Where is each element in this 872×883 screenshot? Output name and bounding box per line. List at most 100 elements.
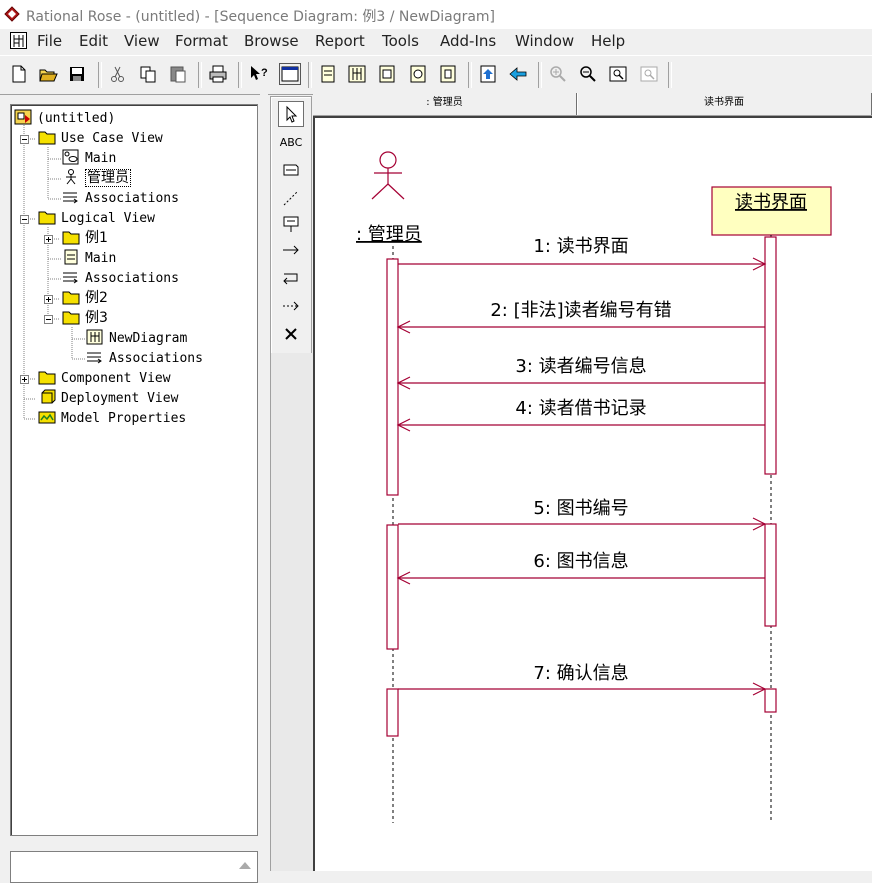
object-activation-2[interactable] (764, 523, 777, 627)
save-icon[interactable] (67, 64, 87, 84)
message-label-6[interactable]: 6: 图书信息 (533, 551, 628, 572)
tree-item-component-view[interactable]: Component View (38, 369, 171, 387)
sequence-diagram-window-icon[interactable] (10, 32, 27, 49)
header-object[interactable]: 读书界面 (577, 93, 872, 115)
class-diagram-icon (62, 249, 80, 265)
tree-item-use-case-view[interactable]: Use Case View (38, 129, 163, 147)
tree-item-class-main[interactable]: Main (62, 249, 116, 267)
tree-item-use-case-main[interactable]: Main (62, 149, 116, 167)
expand-toggle[interactable] (44, 235, 53, 244)
object-activation-1[interactable] (764, 236, 777, 475)
menu-format[interactable]: Format (175, 32, 228, 50)
collapse-toggle[interactable] (44, 315, 53, 324)
object-message-icon[interactable] (278, 237, 304, 263)
menu-browse[interactable]: Browse (244, 32, 299, 50)
view-documentation-icon[interactable] (279, 63, 301, 85)
diagram-canvas[interactable]: : 管理员 读书界面 (313, 116, 872, 871)
menu-edit[interactable]: Edit (79, 32, 109, 50)
open-folder-icon[interactable] (38, 64, 58, 84)
header-actor[interactable]: : 管理员 (313, 93, 577, 115)
messages (396, 257, 767, 696)
copy-icon[interactable] (138, 64, 158, 84)
panel-splitter[interactable] (260, 93, 268, 871)
tree-item-root[interactable]: (untitled) (14, 109, 115, 127)
message-to-self-icon[interactable] (278, 265, 304, 291)
anchor-note-icon[interactable] (278, 185, 304, 211)
tree-label: 例2 (85, 290, 108, 306)
tree-label: NewDiagram (109, 331, 188, 346)
folder-icon (62, 309, 80, 325)
browse-interaction-diagram-icon[interactable] (347, 64, 367, 84)
associations-icon (62, 269, 80, 285)
menu-tools[interactable]: Tools (382, 32, 419, 50)
zoom-in-icon[interactable] (548, 64, 568, 84)
rational-rose-diamond-icon[interactable] (4, 6, 20, 22)
tree-item-actor[interactable]: 管理员 (62, 169, 131, 187)
scroll-up-icon[interactable] (239, 862, 251, 869)
tree-item-deployment-view[interactable]: Deployment View (38, 389, 178, 407)
object-label[interactable]: 读书界面 (735, 192, 807, 213)
menu-help[interactable]: Help (591, 32, 626, 50)
browse-previous-diagram-icon[interactable] (478, 64, 498, 84)
tree-item-package-1[interactable]: 例1 (62, 229, 108, 247)
message-label-2[interactable]: 2: [非法]读者编号有错 (490, 300, 671, 321)
note-icon[interactable] (278, 157, 304, 183)
actor-left-leg (371, 183, 389, 200)
undo-fit-icon[interactable] (639, 64, 659, 84)
back-arrow-icon[interactable] (508, 64, 528, 84)
tree-item-associations[interactable]: Associations (62, 269, 179, 287)
menu-report[interactable]: Report (315, 32, 365, 50)
menu-file[interactable]: File (37, 32, 63, 50)
tree-item-new-diagram[interactable]: NewDiagram (86, 329, 187, 347)
destruction-marker-icon[interactable] (278, 321, 304, 347)
collapse-toggle[interactable] (20, 135, 29, 144)
tree-item-logical-view[interactable]: Logical View (38, 209, 155, 227)
actor-activation-3[interactable] (386, 688, 399, 737)
tree-label: Deployment View (61, 391, 179, 406)
browse-component-diagram-icon[interactable] (377, 64, 397, 84)
tree-item-package-3[interactable]: 例3 (62, 309, 108, 327)
browse-deployment-diagram-icon[interactable] (408, 64, 428, 84)
browse-class-diagram-icon[interactable] (318, 64, 338, 84)
tree-item-model-properties[interactable]: Model Properties (38, 409, 186, 427)
object-activation-3[interactable] (764, 688, 777, 713)
text-box-tool[interactable]: ABC (278, 129, 304, 155)
selection-arrow-icon[interactable] (278, 101, 304, 127)
message-label-5[interactable]: 5: 图书编号 (533, 498, 628, 519)
model-browser[interactable]: (untitled) Use Case View Main 管理员 Associ… (10, 104, 258, 836)
menu-bar: File Edit View Format Browse Report Tool… (0, 29, 872, 53)
use-case-diagram-icon (62, 149, 80, 165)
tree-item-package-2[interactable]: 例2 (62, 289, 108, 307)
print-icon[interactable] (208, 64, 228, 84)
collapse-toggle[interactable] (20, 215, 29, 224)
message-label-4[interactable]: 4: 读者借书记录 (515, 398, 646, 419)
tree-label: Associations (85, 191, 179, 206)
expand-toggle[interactable] (20, 375, 29, 384)
actor-figure[interactable] (371, 151, 405, 200)
menu-view[interactable]: View (124, 32, 160, 50)
message-label-7[interactable]: 7: 确认信息 (533, 663, 628, 684)
return-message-icon[interactable] (278, 293, 304, 319)
tree-label: Model Properties (61, 411, 187, 426)
message-label-3[interactable]: 3: 读者编号信息 (515, 356, 646, 377)
expand-toggle[interactable] (44, 295, 53, 304)
actor-activation-2[interactable] (386, 524, 399, 650)
cut-icon[interactable] (108, 64, 128, 84)
zoom-out-icon[interactable] (578, 64, 598, 84)
context-help-icon[interactable]: ? (249, 64, 269, 84)
new-file-icon[interactable] (9, 64, 29, 84)
actor-label[interactable]: : 管理员 (356, 224, 422, 245)
tree-item-associations[interactable]: Associations (86, 349, 203, 367)
menu-window[interactable]: Window (515, 32, 575, 50)
fit-in-window-icon[interactable] (608, 64, 628, 84)
message-label-1[interactable]: 1: 读书界面 (533, 236, 628, 257)
tree-item-associations[interactable]: Associations (62, 189, 179, 207)
tree-connector-lines (23, 125, 85, 420)
documentation-panel[interactable] (10, 851, 258, 883)
browse-parent-icon[interactable] (438, 64, 458, 84)
object-icon[interactable] (278, 211, 304, 237)
activation-bars (386, 236, 777, 737)
actor-activation-1[interactable] (386, 258, 399, 496)
menu-add-ins[interactable]: Add-Ins (440, 32, 497, 50)
paste-icon[interactable] (168, 64, 188, 84)
